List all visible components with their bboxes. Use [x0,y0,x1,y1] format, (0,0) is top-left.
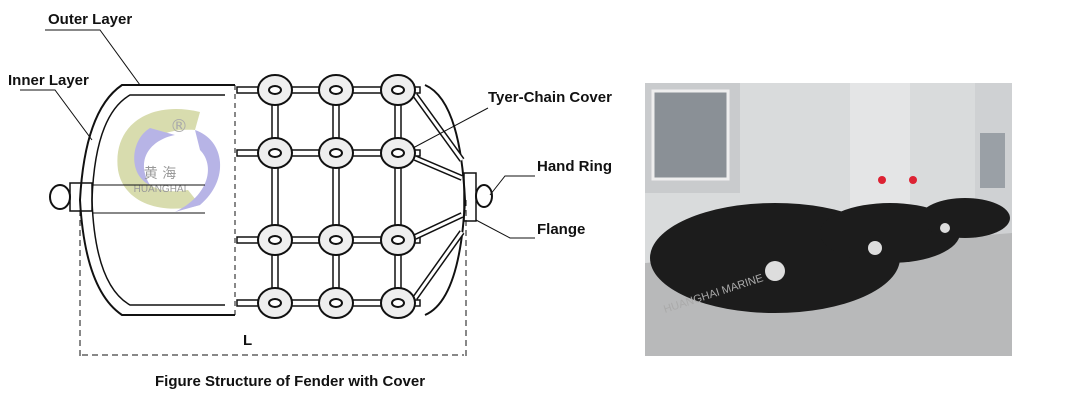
tyre-hole [329,148,343,158]
tyre-hole [268,235,282,245]
tyre-hole [268,148,282,158]
label-inner-layer: Inner Layer [8,72,89,89]
chain-link-diagonal-inner [413,231,464,299]
chain-link-vertical [332,91,340,303]
registered-mark: ® [170,116,188,137]
hand-ring-left [49,184,71,210]
tyre-hole [329,298,343,308]
hand-ring-right [475,184,493,208]
tyre-hole [391,298,405,308]
chain-link-vertical [394,91,402,303]
tyre-hole [391,235,405,245]
figure-caption: Figure Structure of Fender with Cover [155,373,426,390]
tyre-hole [268,298,282,308]
fender-structure-diagram: ® 黄 海 HUANGHAI [20,29,535,358]
chain-link-vertical [271,91,279,303]
dimension-L [79,200,467,358]
chain-link-diagonal-inner [413,94,464,161]
tyre-hole [329,85,343,95]
tyre-hole [329,235,343,245]
logo-latin: HUANGHAI [134,184,187,195]
fender-photo: HUANGHAI MARINE [645,83,1012,356]
label-tyre-chain-cover: Tyer-Chain Cover [488,89,612,106]
label-hand-ring: Hand Ring [537,158,612,175]
chain-link-diagonal-inner [414,156,463,180]
label-outer-layer: Outer Layer [48,11,133,28]
chain-link-diagonal-inner [414,213,463,239]
label-flange: Flange [537,221,586,238]
tyre-hole [391,148,405,158]
tyre-hole [391,85,405,95]
tyre-chain-grid [236,74,465,319]
logo-chinese: 黄 海 [144,165,176,182]
leader-lines [20,29,535,239]
tyre-hole [268,85,282,95]
huanghai-logo: ® 黄 海 HUANGHAI [117,109,221,212]
label-length: L [243,332,253,349]
